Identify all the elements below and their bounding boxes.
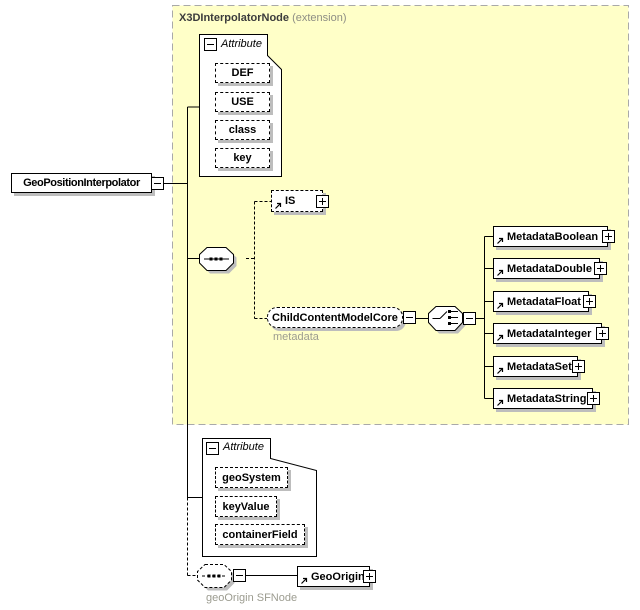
reference-arrow-icon	[497, 237, 504, 244]
element-label: MetadataDouble	[507, 262, 592, 275]
element-geopositioninterpolator[interactable]: GeoPositionInterpolator	[11, 173, 152, 193]
reference-arrow-icon	[497, 269, 504, 276]
element-label: IS	[285, 195, 296, 207]
expand-icon[interactable]	[583, 295, 596, 308]
attribute-containerfield[interactable]: containerField	[215, 524, 305, 545]
attribute-key[interactable]: key	[215, 148, 270, 168]
collapse-icon[interactable]	[204, 38, 217, 51]
attribute-label: DEF	[231, 67, 254, 79]
expand-icon[interactable]	[594, 262, 607, 275]
collapse-icon[interactable]	[463, 312, 476, 325]
expand-icon[interactable]	[596, 327, 609, 340]
attribute-label: containerField	[222, 528, 298, 541]
element-metadatastring[interactable]: MetadataString	[493, 388, 593, 409]
sequence-annotation: geoOrigin SFNode	[206, 592, 298, 604]
sequence-icon[interactable]	[199, 247, 237, 274]
element-metadatafloat[interactable]: MetadataFloat	[493, 291, 589, 312]
expand-icon[interactable]	[363, 570, 376, 583]
choice-icon[interactable]	[428, 306, 466, 334]
element-label: MetadataInteger	[507, 327, 592, 340]
expand-icon[interactable]	[316, 195, 329, 208]
element-label: GeoPositionInterpolator	[23, 177, 140, 189]
element-label: MetadataFloat	[507, 295, 581, 308]
attribute-geosystem[interactable]: geoSystem	[215, 467, 288, 488]
reference-arrow-icon	[301, 577, 308, 584]
collapse-icon[interactable]	[403, 311, 416, 324]
collapse-icon[interactable]	[206, 442, 219, 455]
expand-icon[interactable]	[572, 360, 585, 373]
element-label: MetadataString	[507, 392, 587, 405]
collapse-icon[interactable]	[233, 569, 246, 582]
extension-base-type: X3DInterpolatorNode	[179, 12, 290, 24]
attribute-def[interactable]: DEF	[215, 63, 270, 83]
attribute-group-label: Attribute	[221, 38, 262, 50]
attribute-group-label: Attribute	[223, 441, 264, 453]
attribute-label: keyValue	[222, 500, 270, 513]
element-label: GeoOrigin	[311, 570, 365, 583]
element-metadataset[interactable]: MetadataSet	[493, 356, 578, 377]
attribute-use[interactable]: USE	[215, 92, 270, 112]
group-annotation: metadata	[273, 331, 319, 343]
attribute-label: USE	[231, 96, 254, 108]
element-metadatainteger[interactable]: MetadataInteger	[493, 323, 602, 344]
element-is[interactable]: IS	[271, 190, 323, 212]
group-childcontentmodelcore[interactable]: ChildContentModelCore	[267, 307, 403, 328]
connector-lines	[164, 106, 493, 576]
reference-arrow-icon	[497, 367, 504, 374]
reference-arrow-icon	[497, 302, 504, 309]
group-label: ChildContentModelCore	[272, 311, 398, 324]
element-metadatadouble[interactable]: MetadataDouble	[493, 258, 600, 279]
element-metadataboolean[interactable]: MetadataBoolean	[493, 226, 608, 247]
reference-arrow-icon	[497, 399, 504, 406]
attribute-label: class	[228, 124, 257, 136]
optional-sequence-icon[interactable]	[197, 564, 235, 591]
extension-derivation-kind: (extension)	[292, 12, 347, 24]
extension-frame-label: X3DInterpolatorNode (extension)	[179, 12, 347, 24]
element-label: MetadataBoolean	[507, 230, 599, 243]
reference-arrow-icon	[275, 202, 282, 209]
attribute-class[interactable]: class	[215, 120, 270, 140]
attribute-label: key	[233, 152, 252, 164]
collapse-icon[interactable]	[151, 177, 164, 190]
optional-connector-lines	[187, 201, 271, 576]
attribute-label: geoSystem	[222, 471, 281, 484]
reference-arrow-icon	[497, 334, 504, 341]
element-label: MetadataSet	[507, 360, 572, 373]
expand-icon[interactable]	[587, 392, 600, 405]
element-geoorigin[interactable]: GeoOrigin	[297, 566, 370, 587]
attribute-keyvalue[interactable]: keyValue	[215, 496, 277, 517]
expand-icon[interactable]	[602, 230, 615, 243]
